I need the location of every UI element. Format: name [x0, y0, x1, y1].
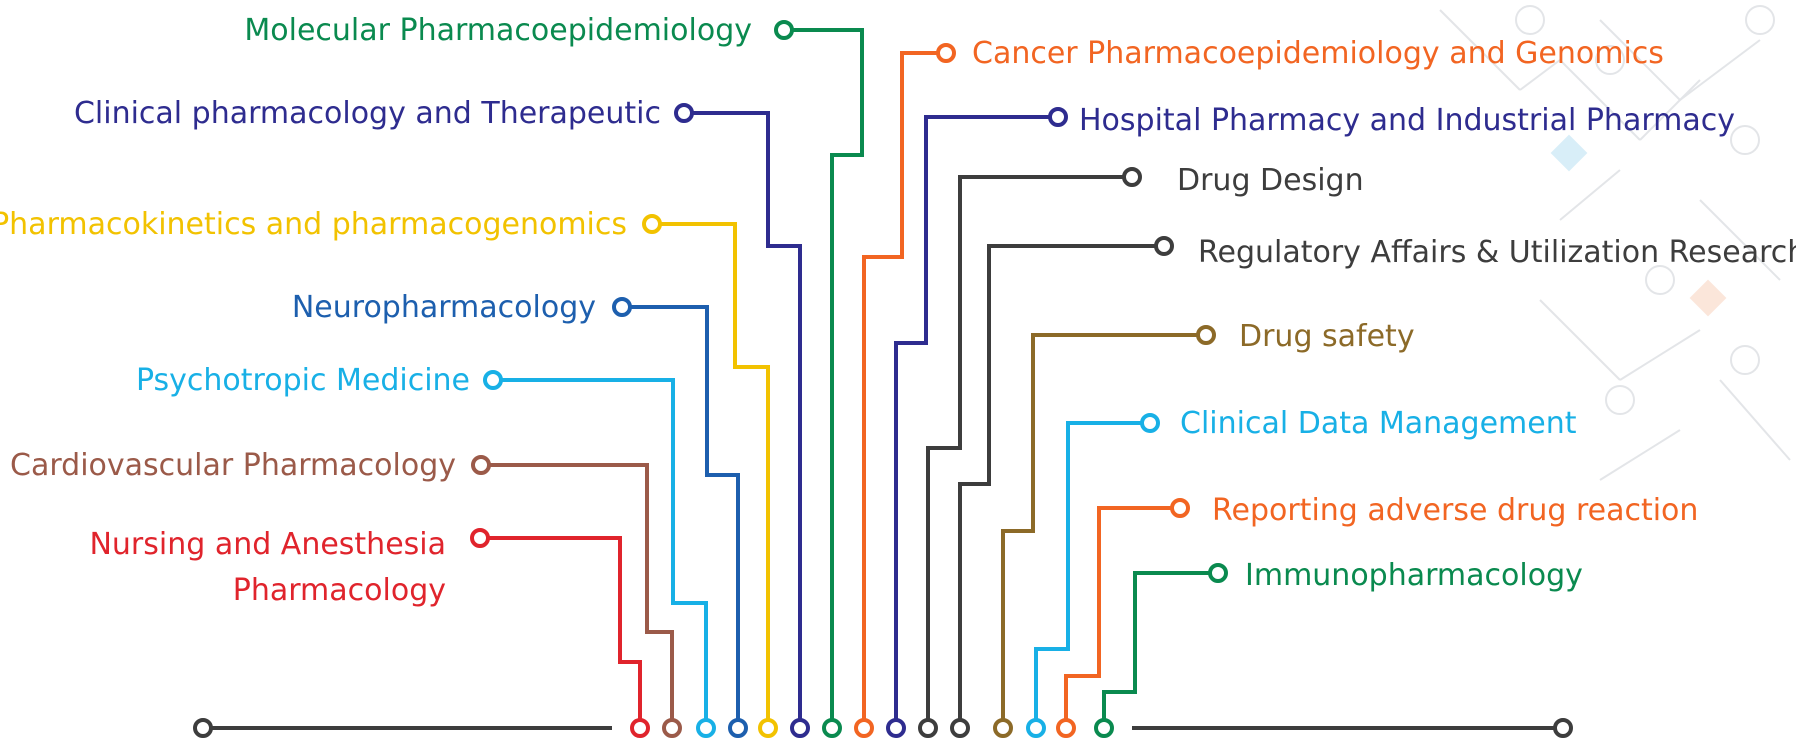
- topic-label: Cardiovascular Pharmacology: [10, 448, 456, 483]
- wire-right-5: [1034, 421, 1150, 728]
- wire-left-3: [622, 305, 740, 728]
- decoration-circle: [1730, 345, 1760, 375]
- wire-end-node: [1196, 325, 1216, 345]
- decoration-diamond: [1689, 279, 1727, 317]
- topic-label: Reporting adverse drug reaction: [1212, 493, 1698, 528]
- topic-label: Molecular Pharmacoepidemiology: [244, 13, 752, 48]
- topic-wires: [470, 20, 1228, 738]
- wire-left-6: [480, 536, 642, 728]
- wire-left-5: [481, 463, 674, 728]
- bus-node: [630, 718, 650, 738]
- topic-label: Regulatory Affairs & Utilization Researc…: [1198, 235, 1796, 270]
- wire-end-node: [1208, 563, 1228, 583]
- wire-end-node: [1048, 107, 1068, 127]
- decoration-line: [1619, 329, 1701, 381]
- wire-left-0: [784, 28, 864, 728]
- wire-right-3: [958, 244, 1164, 728]
- decoration-circle: [1745, 5, 1775, 35]
- decoration-diamond: [1550, 134, 1588, 172]
- bus-end-node-left: [193, 718, 213, 738]
- decoration-line: [1519, 59, 1561, 91]
- wire-end-node: [483, 370, 503, 390]
- topic-label-line2: Pharmacology: [233, 573, 446, 608]
- wire-end-node: [1140, 413, 1160, 433]
- decoration-line: [1719, 379, 1791, 461]
- wire-right-4: [1001, 333, 1206, 728]
- wire-left-2: [652, 222, 770, 728]
- topic-label: Clinical pharmacology and Therapeutic: [74, 96, 661, 131]
- bus-node: [696, 718, 716, 738]
- wire-end-node: [1154, 236, 1174, 256]
- wire-end-node: [470, 528, 490, 548]
- decoration-line: [1539, 299, 1621, 381]
- topic-label: Clinical Data Management: [1180, 406, 1577, 441]
- wire-right-0: [862, 51, 946, 728]
- topic-label: Pharmacokinetics and pharmacogenomics: [0, 207, 627, 242]
- decoration-line: [1599, 19, 1681, 101]
- decoration-circle: [1595, 45, 1625, 75]
- wire-end-node: [642, 214, 662, 234]
- bottom-bus-line: [193, 718, 1573, 738]
- bus-node: [1056, 718, 1076, 738]
- decoration-line: [1699, 199, 1781, 281]
- wire-end-node: [774, 20, 794, 40]
- bus-node: [822, 718, 842, 738]
- topic-label: Hospital Pharmacy and Industrial Pharmac…: [1079, 103, 1735, 138]
- bus-end-node-right: [1553, 718, 1573, 738]
- wire-left-4: [493, 378, 708, 728]
- bus-node: [728, 718, 748, 738]
- decoration-line: [1559, 59, 1641, 141]
- decoration-circle: [1605, 385, 1635, 415]
- bus-node: [950, 718, 970, 738]
- bus-node: [918, 718, 938, 738]
- topic-label: Drug safety: [1239, 319, 1415, 354]
- decoration-line: [1439, 9, 1521, 91]
- wire-right-6: [1064, 506, 1180, 728]
- wire-right-1: [894, 115, 1058, 728]
- topic-label: Drug Design: [1177, 163, 1364, 198]
- wire-end-node: [1170, 498, 1190, 518]
- bus-node: [993, 718, 1013, 738]
- decoration-line: [1599, 429, 1681, 481]
- decoration-line: [1639, 79, 1701, 141]
- bus-node: [758, 718, 778, 738]
- decoration-line: [1679, 39, 1761, 101]
- topic-label: Neuropharmacology: [292, 290, 596, 325]
- wire-left-1: [684, 111, 802, 728]
- wire-end-node: [471, 455, 491, 475]
- bus-node: [854, 718, 874, 738]
- wire-right-2: [926, 175, 1132, 728]
- wire-end-node: [674, 103, 694, 123]
- topic-label: Cancer Pharmacoepidemiology and Genomics: [972, 36, 1664, 71]
- wire-right-7: [1102, 571, 1218, 728]
- wire-end-node: [936, 43, 956, 63]
- topic-label: Immunopharmacology: [1245, 558, 1583, 593]
- bus-node: [662, 718, 682, 738]
- topic-label: Psychotropic Medicine: [136, 363, 470, 398]
- background-circuit-decoration: [1439, 5, 1791, 481]
- topic-label: Nursing and Anesthesia: [89, 527, 446, 562]
- wire-end-node: [1122, 167, 1142, 187]
- wire-end-node: [612, 297, 632, 317]
- bus-node: [1026, 718, 1046, 738]
- bus-node: [1094, 718, 1114, 738]
- decoration-circle: [1515, 5, 1545, 35]
- bus-node: [886, 718, 906, 738]
- decoration-line: [1559, 169, 1621, 221]
- decoration-circle: [1645, 265, 1675, 295]
- bus-node: [790, 718, 810, 738]
- decoration-circle: [1730, 125, 1760, 155]
